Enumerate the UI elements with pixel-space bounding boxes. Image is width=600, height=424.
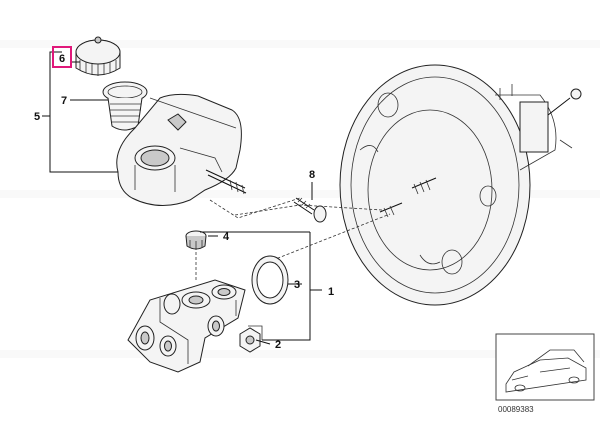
reference-code: 00089383 [498,405,534,414]
reservoir-cap[interactable] [75,36,121,76]
brake-master-cylinder[interactable] [127,279,246,373]
callout-6-highlight [52,46,72,68]
callout-3[interactable]: 3 [294,279,300,291]
fill-arrow-icon [167,113,187,131]
reservoir-strainer[interactable] [102,81,148,131]
reservoir-grommet[interactable] [185,230,207,250]
brake-fluid-reservoir[interactable] [116,93,247,206]
callout-5[interactable]: 5 [34,111,40,123]
watermark [0,40,600,358]
callout-1[interactable]: 1 [328,286,334,298]
callout-8[interactable]: 8 [309,169,315,181]
mounting-bolt[interactable] [293,197,327,223]
leader-lines [42,51,322,345]
reservoir-axis [209,197,301,219]
brake-booster[interactable] [339,64,582,306]
callout-6[interactable]: 6 [59,53,65,65]
booster-stud-lower [379,202,403,218]
callout-2[interactable]: 2 [275,339,281,351]
callout-7[interactable]: 7 [61,95,67,107]
hex-nut[interactable] [239,327,261,353]
assembly-axis-lower [267,213,391,263]
o-ring-seal[interactable] [251,255,289,305]
callout-4[interactable]: 4 [223,231,230,243]
booster-stud-upper [411,177,437,195]
car-thumbnail-icon[interactable] [495,333,595,401]
